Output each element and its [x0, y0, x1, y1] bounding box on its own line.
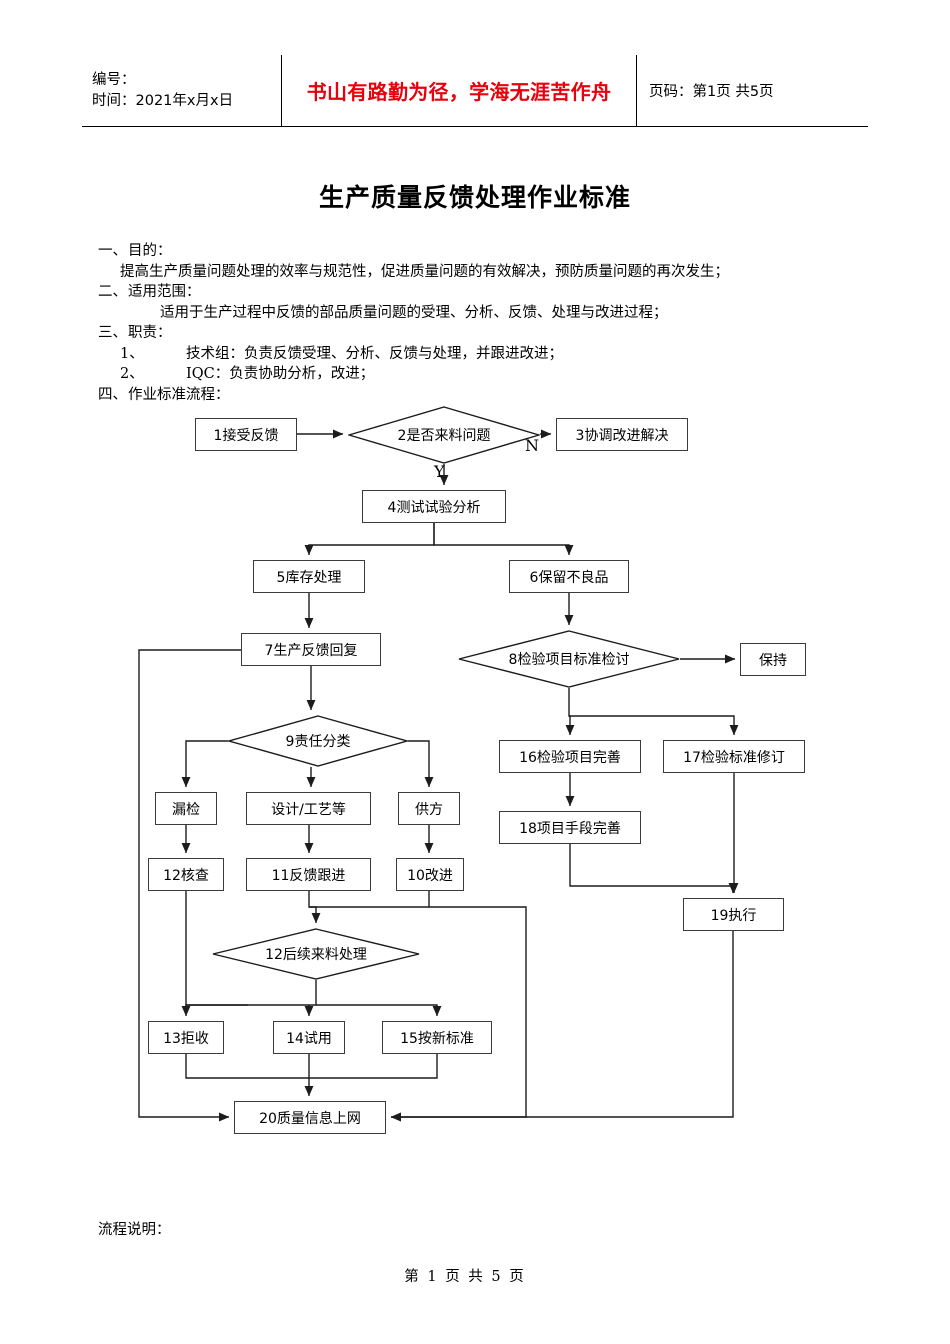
flow-node-sj-label: 设计/工艺等: [271, 801, 346, 818]
header-page-info: 页码：第1页 共5页: [649, 84, 774, 100]
flow-node-n14: 14试用: [273, 1021, 345, 1054]
flow-node-n12b-label: 12后续来料处理: [265, 947, 367, 963]
flow-node-n16: 16检验项目完善: [499, 740, 641, 773]
header-motto: 书山有路勤为径，学海无涯苦作舟: [306, 80, 612, 104]
section-1-number: 一、: [98, 243, 127, 259]
flow-node-n5: 5库存处理: [253, 560, 365, 593]
flow-node-n14-label: 14试用: [286, 1030, 332, 1047]
header-cell-page: 页码：第1页 共5页: [637, 55, 868, 126]
flow-node-n8: 8检验项目标准检讨: [458, 630, 680, 688]
flow-description-label: 流程说明：: [98, 1222, 171, 1238]
header-cell-motto: 书山有路勤为径，学海无涯苦作舟: [282, 55, 637, 126]
section-2-title: 适用范围：: [128, 284, 201, 300]
section-3-title: 职责：: [128, 325, 172, 341]
flow-node-n11: 11反馈跟进: [246, 858, 371, 891]
flow-node-n9: 9责任分类: [228, 715, 408, 767]
flow-node-nk-label: 保持: [759, 652, 787, 669]
flow-node-nk: 保持: [740, 643, 806, 676]
flow-node-n6-label: 6保留不良品: [529, 569, 609, 586]
flow-node-n4-label: 4测试试验分析: [387, 499, 481, 516]
flow-node-n2-label: 2是否来料问题: [397, 428, 491, 444]
section-3-item-1: 1、 技术组：负责反馈受理、分析、反馈与处理，并跟进改进；: [98, 344, 888, 365]
section-4-number: 四、: [98, 386, 127, 403]
flow-node-n20-label: 20质量信息上网: [259, 1110, 361, 1127]
flow-node-n10-label: 10改进: [407, 867, 453, 884]
document-body: 一、目的： 提高生产质量问题处理的效率与规范性，促进质量问题的有效解决，预防质量…: [98, 241, 888, 405]
flow-node-n12a-label: 12核查: [163, 867, 209, 884]
flow-node-n9-label: 9责任分类: [285, 734, 351, 750]
flow-node-n9-diamond-shape: [228, 715, 408, 767]
page-number-footer: 第 1 页 共 5 页: [404, 1269, 526, 1285]
section-4-title: 作业标准流程：: [128, 386, 230, 403]
flow-node-n19: 19执行: [683, 898, 784, 931]
flow-edge-label-labelY: Y: [434, 462, 445, 481]
section-3-item-2-text: IQC：负责协助分析，改进；: [186, 366, 375, 382]
flow-node-n20: 20质量信息上网: [234, 1101, 386, 1134]
section-3-item-2: 2、 IQC：负责协助分析，改进；: [98, 364, 888, 385]
flow-node-n15-label: 15按新标准: [400, 1030, 474, 1047]
flow-node-n1-label: 1接受反馈: [213, 427, 279, 444]
flow-node-n1: 1接受反馈: [195, 418, 297, 451]
section-3-item-2-number: 2、: [120, 366, 144, 382]
flow-node-n7-label: 7生产反馈回复: [264, 642, 358, 659]
flow-node-n2: 2是否来料问题: [348, 406, 540, 464]
section-2-body: 适用于生产过程中反馈的部品质量问题的受理、分析、反馈、处理与改进过程；: [160, 304, 668, 321]
flow-node-n16-label: 16检验项目完善: [519, 749, 621, 766]
flow-node-n11-label: 11反馈跟进: [271, 867, 346, 884]
flow-node-n19-label: 19执行: [710, 907, 757, 924]
section-2-heading: 二、适用范围：: [98, 282, 888, 303]
flow-node-lj-label: 漏检: [172, 801, 200, 818]
flow-node-n15: 15按新标准: [382, 1021, 492, 1054]
flow-node-sj: 设计/工艺等: [246, 792, 371, 825]
flow-node-n4: 4测试试验分析: [362, 490, 506, 523]
flow-node-n5-label: 5库存处理: [276, 569, 342, 586]
flow-node-n17-label: 17检验标准修订: [683, 749, 785, 766]
flow-node-n6: 6保留不良品: [509, 560, 629, 593]
flow-node-n13-label: 13拒收: [163, 1030, 209, 1047]
section-1-heading: 一、目的：: [98, 241, 888, 262]
flow-node-n13: 13拒收: [148, 1021, 224, 1054]
section-3-item-1-number: 1、: [120, 345, 144, 362]
flow-node-n2-diamond-shape: [348, 406, 540, 464]
page-title: 生产质量反馈处理作业标准: [318, 183, 631, 212]
section-4-heading: 四、作业标准流程：: [98, 385, 888, 406]
flow-node-gf: 供方: [398, 792, 460, 825]
flow-node-n12a: 12核查: [148, 858, 224, 891]
flow-node-n17: 17检验标准修订: [663, 740, 805, 773]
section-3-number: 三、: [98, 325, 127, 341]
flow-node-n18-label: 18项目手段完善: [519, 820, 621, 837]
section-3-item-1-text: 技术组：负责反馈受理、分析、反馈与处理，并跟进改进；: [186, 345, 563, 362]
flow-node-gf-label: 供方: [415, 801, 443, 818]
header-code-label: 编号：: [92, 71, 136, 88]
flow-node-n3: 3协调改进解决: [556, 418, 688, 451]
header-time-label: 时间：2021年x月x日: [92, 92, 234, 109]
flow-node-n7: 7生产反馈回复: [241, 633, 381, 666]
flow-node-n18: 18项目手段完善: [499, 811, 641, 844]
section-1-title: 目的：: [128, 243, 172, 259]
header-cell-code-time: 编号： 时间：2021年x月x日: [82, 55, 282, 126]
section-2-number: 二、: [98, 284, 127, 300]
flow-node-n8-label: 8检验项目标准检讨: [508, 652, 630, 668]
section-1-body: 提高生产质量问题处理的效率与规范性，促进质量问题的有效解决，预防质量问题的再次发…: [120, 263, 729, 280]
document-header-table: 编号： 时间：2021年x月x日 书山有路勤为径，学海无涯苦作舟 页码：第1页 …: [82, 55, 868, 127]
flow-node-n3-label: 3协调改进解决: [575, 427, 669, 444]
flow-edge-label-labelN: N: [525, 436, 539, 455]
flow-node-n12b: 12后续来料处理: [212, 928, 420, 980]
flow-node-n10: 10改进: [396, 858, 464, 891]
section-3-heading: 三、职责：: [98, 323, 888, 344]
flow-node-n8-diamond-shape: [458, 630, 680, 688]
flow-node-lj: 漏检: [155, 792, 217, 825]
